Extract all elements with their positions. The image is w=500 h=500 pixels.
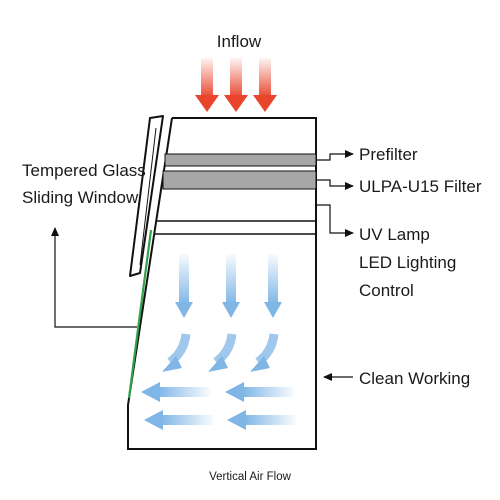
sliding-window-panel xyxy=(129,115,164,277)
tempered-glass-leader-icon xyxy=(51,227,137,328)
led-lighting-label: LED Lighting xyxy=(359,253,456,272)
tempered-glass-label-line1: Tempered Glass xyxy=(22,161,146,180)
inflow-arrow-icon xyxy=(195,58,219,112)
ulpa-filter-label: ULPA-U15 Filter xyxy=(359,177,482,196)
curved-airflow-arrow-icon xyxy=(208,333,237,372)
airflow-arrow-icon xyxy=(227,410,296,430)
ulpa-filter xyxy=(162,170,317,190)
tempered-glass-label-line2: Sliding Window xyxy=(22,188,139,207)
curved-airflow-arrow-icon xyxy=(250,333,279,372)
curved-airflow-arrows xyxy=(162,333,279,372)
horizontal-airflow-arrows xyxy=(141,382,296,430)
airflow-arrow-icon xyxy=(222,254,240,318)
inflow-arrow-icon xyxy=(253,58,277,112)
inflow-arrow-icon xyxy=(224,58,248,112)
diagram-caption: Vertical Air Flow xyxy=(209,471,291,483)
uv-lamp-leader-icon xyxy=(317,204,354,237)
glass-green-edge-icon xyxy=(127,229,153,399)
clean-working-label: Clean Working xyxy=(359,369,470,388)
airflow-arrow-icon xyxy=(225,382,294,402)
prefilter-label: Prefilter xyxy=(359,145,418,164)
prefilter xyxy=(164,153,317,167)
prefilter-leader-icon xyxy=(317,150,354,161)
ulpa-leader-icon xyxy=(317,179,354,190)
cabinet-body xyxy=(127,117,317,450)
uv-lamp-label: UV Lamp xyxy=(359,225,430,244)
airflow-arrow-icon xyxy=(175,254,193,318)
airflow-arrow-icon xyxy=(141,382,210,402)
airflow-arrow-icon xyxy=(264,254,282,318)
inflow-label: Inflow xyxy=(217,32,262,51)
curved-airflow-arrow-icon xyxy=(162,333,191,372)
inflow-arrows xyxy=(195,58,277,112)
control-label: Control xyxy=(359,281,414,300)
sliding-window-inner-edge xyxy=(139,127,157,266)
airflow-arrow-icon xyxy=(144,410,213,430)
downflow-arrows xyxy=(175,254,282,318)
